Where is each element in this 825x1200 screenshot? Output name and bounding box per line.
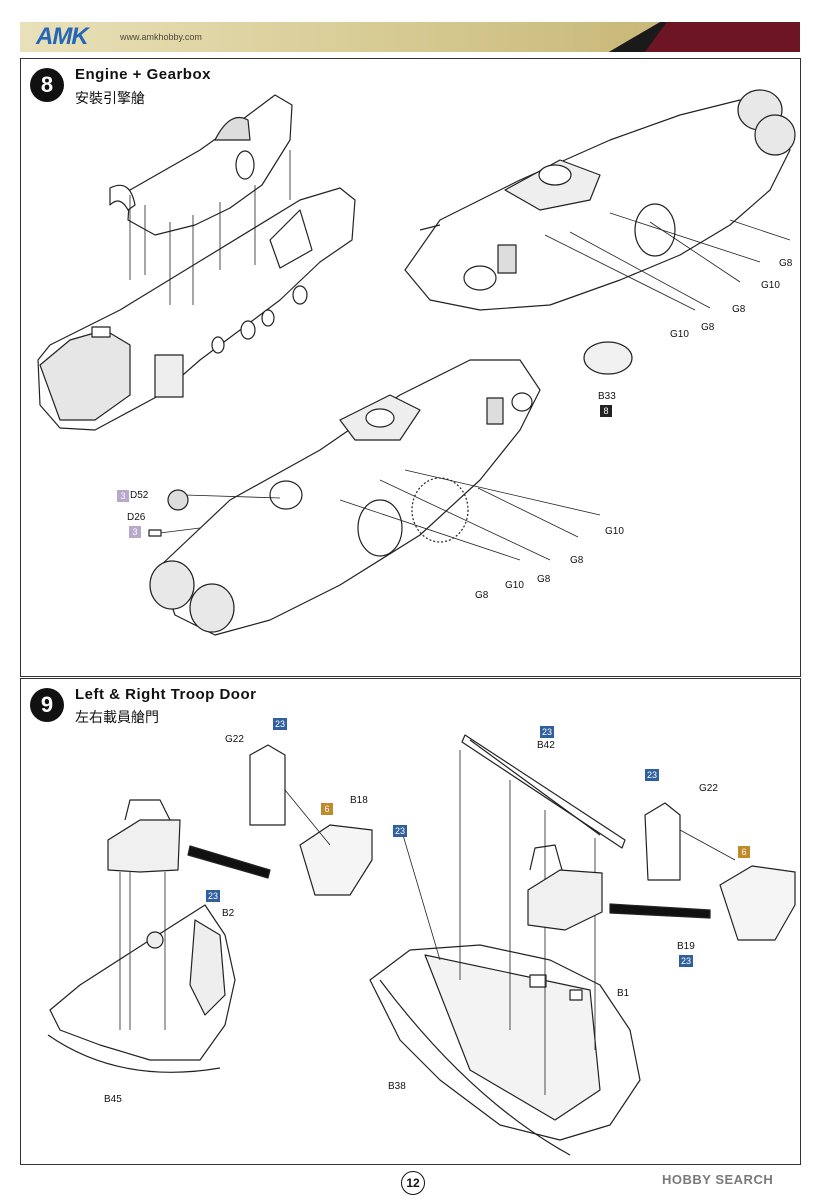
engine-nacelle-lower-drawing <box>149 359 541 636</box>
label-b38: B38 <box>388 1081 406 1092</box>
label-g22-left: G22 <box>225 734 244 745</box>
step9-number: 9 <box>30 688 64 722</box>
step9-subtitle: 左右載員艙門 <box>75 709 159 725</box>
left-arrow <box>187 845 271 879</box>
badge-g22-left-sprue: 23 <box>273 718 288 730</box>
hobby-search-watermark: HOBBY SEARCH <box>662 1172 774 1187</box>
left-troop-door-drawing <box>47 799 236 1073</box>
label-b45: B45 <box>104 1094 122 1105</box>
header-gold-band <box>20 22 660 52</box>
badge-d26-sprue: 3 <box>129 526 141 538</box>
d26-part <box>148 529 162 537</box>
badge-b18-color: 6 <box>321 803 333 815</box>
label-b42: B42 <box>537 740 555 751</box>
engine-nacelle-upper-drawing <box>404 89 796 311</box>
g22-right-part <box>644 802 681 881</box>
label-b2: B2 <box>222 908 235 919</box>
label-g8: G8 <box>537 574 551 585</box>
label-g10: G10 <box>505 580 524 591</box>
label-b1: B1 <box>617 988 630 999</box>
nacelle-upper-guides <box>544 212 791 311</box>
badge-b19-color: 6 <box>738 846 750 858</box>
label-g10: G10 <box>605 526 624 537</box>
label-g8: G8 <box>475 590 489 601</box>
right-troop-door-drawing <box>369 944 641 1156</box>
label-b33: B33 <box>598 391 616 402</box>
page-header: AMK www.amkhobby.com <box>20 22 800 52</box>
b33-part <box>583 341 633 375</box>
label-g8: G8 <box>701 322 715 333</box>
b19-part <box>719 865 796 941</box>
label-g8: G8 <box>570 555 584 566</box>
assembly-guide-lines <box>129 150 291 305</box>
step9-title: Left & Right Troop Door <box>75 686 257 703</box>
right-seat-part <box>527 869 603 931</box>
badge-g22-right-sprue: 23 <box>645 769 660 781</box>
helicopter-fuselage-drawing <box>37 94 356 431</box>
label-g10: G10 <box>670 329 689 340</box>
step8-title: Engine + Gearbox <box>75 66 211 83</box>
badge-b18-sprue: 23 <box>393 825 408 837</box>
badge-b42-sprue: 23 <box>540 726 555 738</box>
badge-b2-sprue: 23 <box>206 890 221 902</box>
badge-b19-sprue: 23 <box>679 955 694 967</box>
g22-left-part <box>249 744 286 826</box>
label-g10: G10 <box>761 280 780 291</box>
brand-logo: AMK <box>36 23 89 50</box>
label-b19: B19 <box>677 941 695 952</box>
label-g8: G8 <box>732 304 746 315</box>
d52-part <box>167 489 189 511</box>
header-red-band <box>645 22 800 52</box>
right-arrow <box>609 903 711 919</box>
step8-subtitle: 安裝引擎艙 <box>75 90 145 106</box>
label-d52: D52 <box>130 490 149 501</box>
left-door-guides <box>119 872 166 1030</box>
step8-frame <box>20 58 801 677</box>
website-text: www.amkhobby.com <box>120 32 202 42</box>
b42-ladder-drawing <box>461 734 626 849</box>
page-number: 12 <box>401 1171 425 1195</box>
label-b18: B18 <box>350 795 368 806</box>
badge-b33-sprue: 8 <box>600 405 612 417</box>
step9-frame <box>20 678 801 1165</box>
b18-part <box>299 824 373 896</box>
badge-d52-sprue: 3 <box>117 490 129 502</box>
label-d26: D26 <box>127 512 146 523</box>
label-g22-right: G22 <box>699 783 718 794</box>
label-g8: G8 <box>779 258 793 269</box>
step8-number: 8 <box>30 68 64 102</box>
nacelle-lower-guides <box>159 469 601 561</box>
